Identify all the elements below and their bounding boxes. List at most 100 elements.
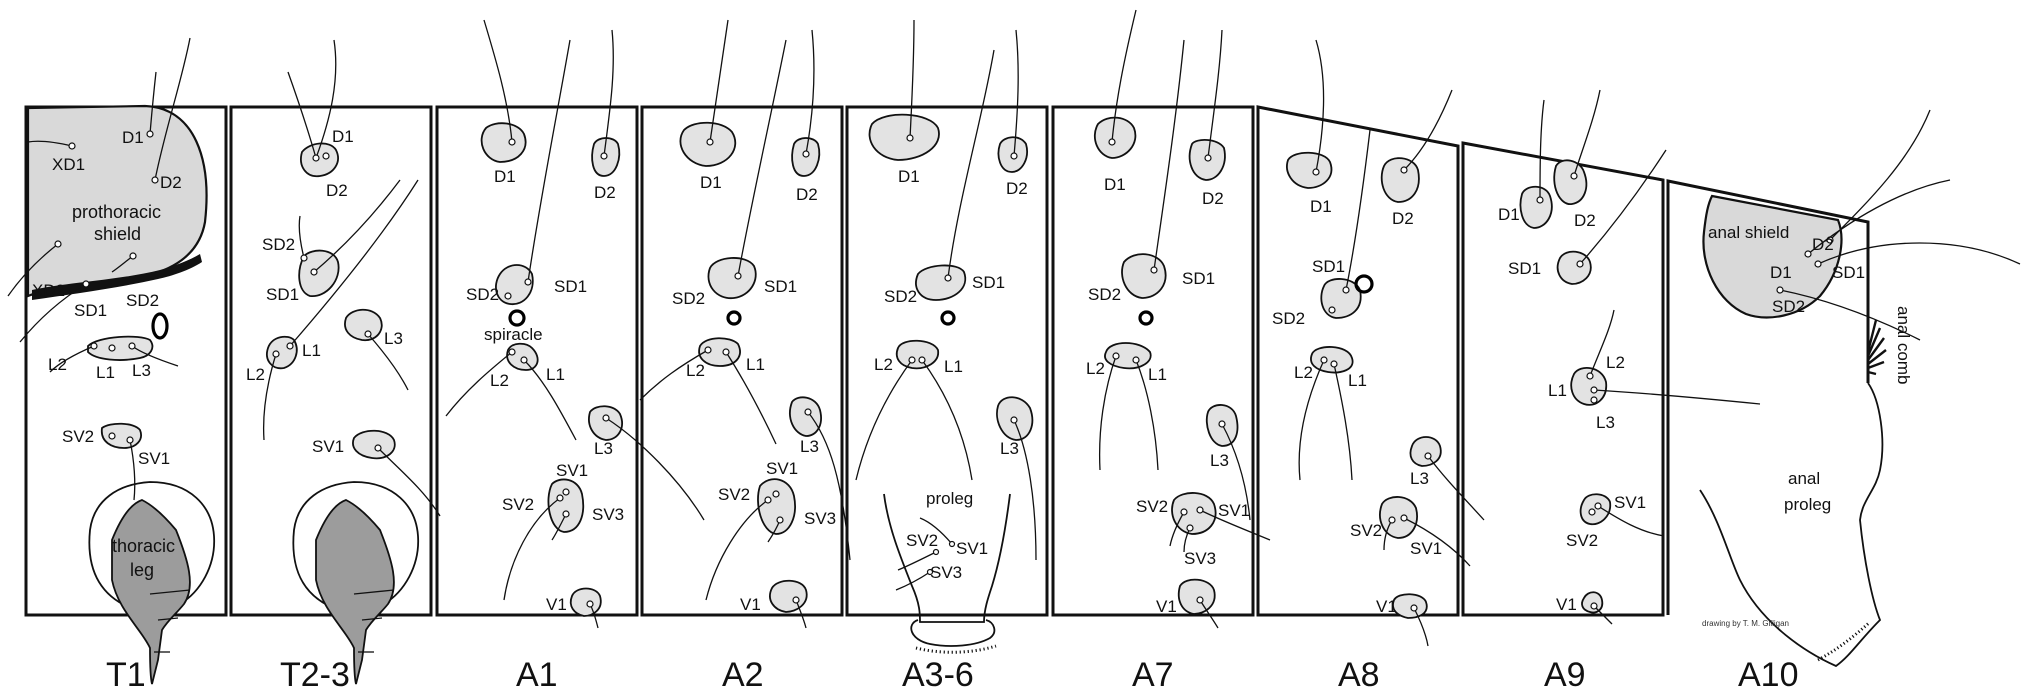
seta-a36-l2 xyxy=(855,359,913,481)
label-a36-sd1: SD1 xyxy=(972,273,1005,292)
seta-a9-d1 xyxy=(1539,99,1545,201)
label-a36-sv1: SV1 xyxy=(956,539,988,558)
pinaculum-t23-l3 xyxy=(344,308,383,342)
label-a1-v1: V1 xyxy=(546,595,567,614)
prothoracic-shield-dark-edge xyxy=(32,254,202,300)
seta-a36-d2 xyxy=(1013,29,1019,157)
socket-t23-d1 xyxy=(312,154,320,162)
label-a1-spiracle: spiracle xyxy=(484,325,543,344)
segment-label-a8: A8 xyxy=(1338,656,1380,694)
label-t23-sv1: SV1 xyxy=(312,437,344,456)
label-a36-d1: D1 xyxy=(898,167,920,186)
label-a10-sd2: SD2 xyxy=(1772,297,1805,316)
pinaculum-a2-sv xyxy=(757,478,796,535)
pinaculum-a7-v1 xyxy=(1177,578,1216,615)
pinaculum-a8-l xyxy=(1310,346,1354,374)
seta-a8-d2 xyxy=(1403,89,1453,171)
label-a1-l1: L1 xyxy=(546,365,565,384)
label-a2-d2: D2 xyxy=(796,185,818,204)
socket-a2-sd1 xyxy=(734,272,742,280)
thoracic-leg-t23-joint-2 xyxy=(361,617,383,621)
segment-t23 xyxy=(262,39,441,685)
label-a2-l3: L3 xyxy=(800,437,819,456)
segment-frame-a10 xyxy=(1666,179,1870,615)
label-a1-d1: D1 xyxy=(494,167,516,186)
pinaculum-t23-sd xyxy=(298,249,340,297)
seta-a7-sv1 xyxy=(1199,509,1271,541)
labels-a8: D1 D2 SD1 SD2 L2 L1 L3 SV2 SV1 V1 xyxy=(1272,197,1442,616)
socket-a9-sv1 xyxy=(1594,502,1602,510)
seta-a36-l1 xyxy=(921,359,973,481)
segment-a9 xyxy=(1519,89,1761,625)
label-t1-shield-2: shield xyxy=(94,224,141,244)
label-a8-d1: D1 xyxy=(1310,197,1332,216)
label-t1-sv2: SV2 xyxy=(62,427,94,446)
label-a36-proleg: proleg xyxy=(926,489,973,508)
label-t1-leg-1: thoracic xyxy=(112,536,175,556)
socket-t1-xd2 xyxy=(54,240,62,248)
thoracic-leg-t23 xyxy=(315,499,395,685)
label-a36-sd2: SD2 xyxy=(884,287,917,306)
segment-frame-a8 xyxy=(1256,105,1460,617)
socket-t1-sd2 xyxy=(129,252,137,260)
label-a36-l2: L2 xyxy=(874,355,893,374)
segment-frame-a9 xyxy=(1461,141,1665,617)
thoracic-leg xyxy=(111,499,191,685)
socket-a2-v1 xyxy=(792,596,800,604)
label-a9-d2: D2 xyxy=(1574,211,1596,230)
segment-a2 xyxy=(639,19,851,629)
socket-a2-sv3 xyxy=(776,516,784,524)
seta-a8-sv1 xyxy=(1403,517,1471,567)
thoracic-leg-outline xyxy=(88,481,215,613)
seta-a9-l2 xyxy=(1589,309,1615,377)
seta-a36-sv3 xyxy=(895,571,931,591)
seta-a1-l1 xyxy=(523,359,577,441)
proleg-crochets xyxy=(915,644,997,654)
socket-a9-l2 xyxy=(1586,372,1594,380)
socket-t1-xd1 xyxy=(68,142,76,150)
socket-a8-d2 xyxy=(1400,166,1408,174)
label-a36-sv2: SV2 xyxy=(906,531,938,550)
credit-text: drawing by T. M. Gilligan xyxy=(1702,619,1789,628)
label-t1-xd2: XD2 xyxy=(32,281,65,300)
socket-a7-l2 xyxy=(1112,352,1120,360)
seta-t1-xd2 xyxy=(7,243,59,297)
segment-a10 xyxy=(1699,109,2021,668)
socket-t1-l3 xyxy=(128,342,136,350)
socket-a1-sv1 xyxy=(562,488,570,496)
seta-t1-l1 xyxy=(49,345,95,373)
segment-t1 xyxy=(7,37,215,685)
label-a7-sd1: SD1 xyxy=(1182,269,1215,288)
pinaculum-t1-l xyxy=(87,335,154,361)
seta-a8-l1 xyxy=(1333,363,1353,481)
socket-t23-l1 xyxy=(286,342,294,350)
socket-a7-d2 xyxy=(1204,154,1212,162)
socket-a36-l1 xyxy=(918,356,926,364)
pinaculum-a9-d2 xyxy=(1553,159,1588,205)
label-a36-d2: D2 xyxy=(1006,179,1028,198)
seta-a36-d1 xyxy=(909,19,915,139)
spiracle-a7 xyxy=(1138,310,1154,326)
label-a7-sv2: SV2 xyxy=(1136,497,1168,516)
label-a9-l1: L1 xyxy=(1548,381,1567,400)
pinaculum-a8-d2 xyxy=(1380,157,1420,203)
socket-t1-sd1 xyxy=(82,280,90,288)
label-a8-sd2: SD2 xyxy=(1272,309,1305,328)
socket-a1-l1 xyxy=(520,356,528,364)
socket-a10-sd2 xyxy=(1776,286,1784,294)
label-a8-sd1: SD1 xyxy=(1312,257,1345,276)
pinaculum-a7-sd xyxy=(1121,253,1167,299)
label-a1-sv1: SV1 xyxy=(556,461,588,480)
socket-a7-sv3 xyxy=(1186,524,1194,532)
label-a1-sv3: SV3 xyxy=(592,505,624,524)
segment-label-a10: A10 xyxy=(1738,656,1799,694)
label-t1-shield-1: prothoracic xyxy=(72,202,161,222)
seta-a10-sd2 xyxy=(1779,289,1921,341)
proleg-outline xyxy=(883,493,1011,623)
labels-a36: D1 D2 SD2 SD1 L2 L1 L3 proleg SV2 SV1 SV… xyxy=(874,167,1028,582)
thoracic-leg-joint-1 xyxy=(149,589,191,595)
label-a2-v1: V1 xyxy=(740,595,761,614)
socket-a9-v1 xyxy=(1590,602,1598,610)
label-a7-v1: V1 xyxy=(1156,597,1177,616)
seta-t23-sd1 xyxy=(313,179,401,273)
